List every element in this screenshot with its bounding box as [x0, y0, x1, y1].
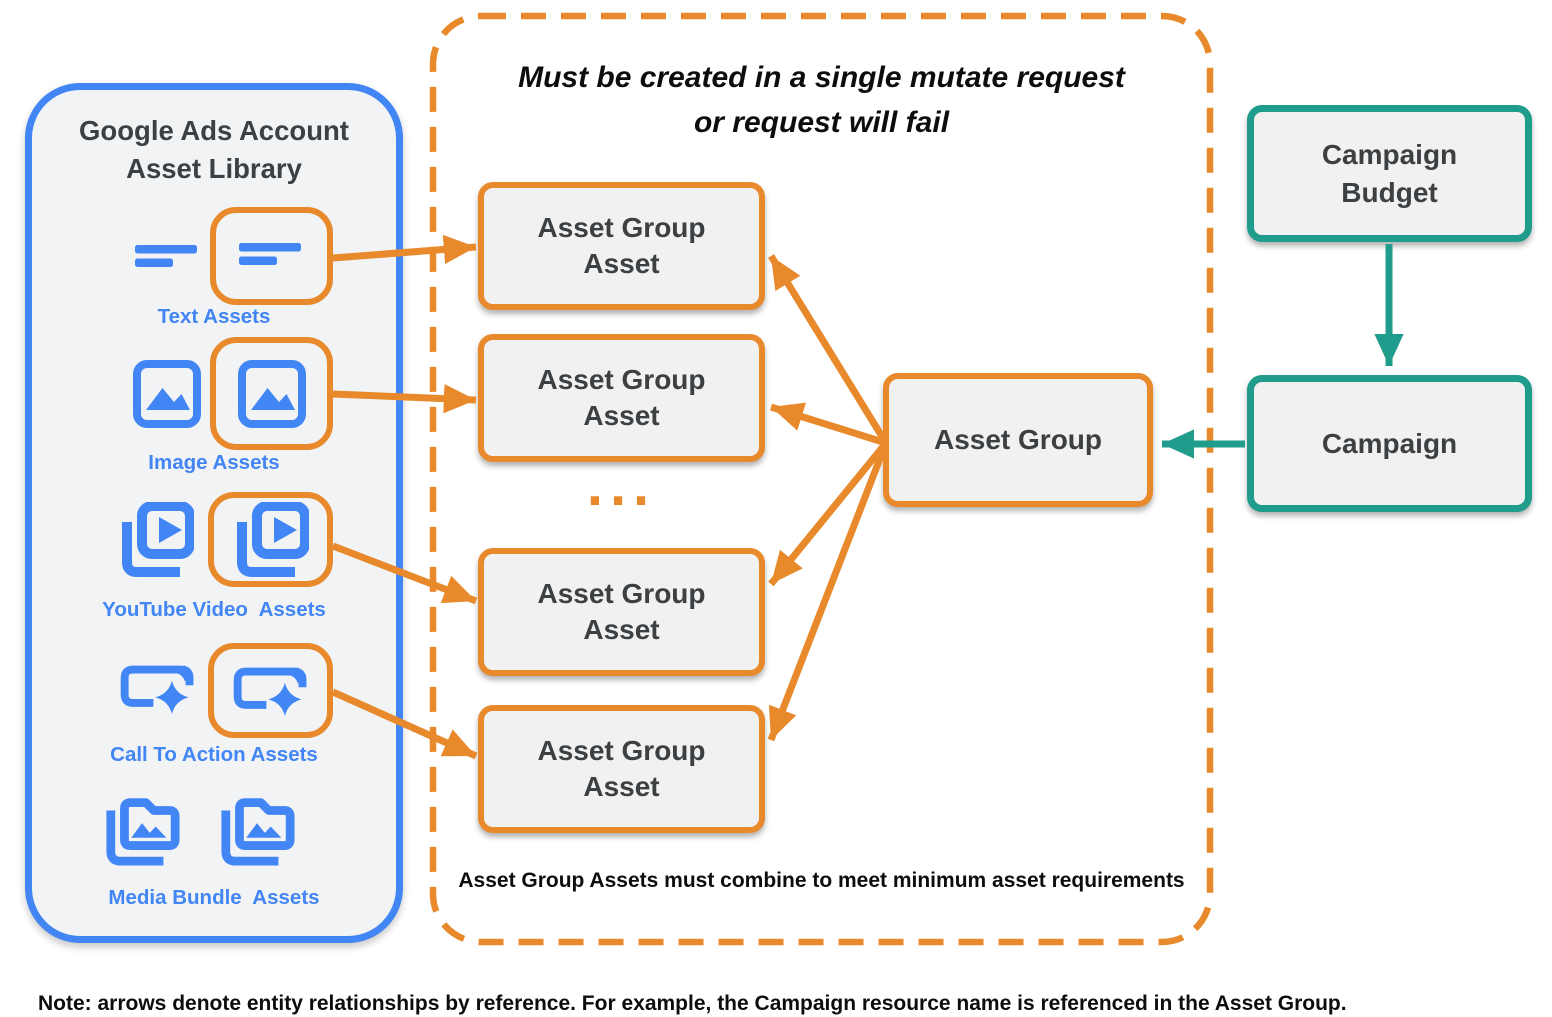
asset-group-asset-box-2: Asset Group Asset: [478, 334, 765, 462]
campaign-box: Campaign: [1247, 375, 1532, 512]
campaign-budget-box: Campaign Budget: [1247, 105, 1532, 242]
video-stack-icon: [118, 502, 194, 578]
asset-library-panel: Google Ads Account Asset Library Text As…: [25, 83, 403, 943]
text-assets-highlight-box: [210, 207, 333, 305]
youtube-assets-highlight-box: [208, 492, 333, 587]
asset-group-asset-label: Asset: [583, 248, 660, 279]
cta-sparkle-icon: [233, 664, 309, 718]
asset-group-box: Asset Group: [883, 373, 1153, 507]
campaign-label: Campaign: [1321, 427, 1458, 459]
asset-group-label: Asset Group: [933, 424, 1103, 456]
image-assets-highlight-box: [210, 337, 333, 450]
image-icon: [133, 360, 201, 428]
text-assets-label: Text Assets: [157, 305, 271, 328]
image-icon: [237, 359, 306, 428]
more-boxes-ellipsis: ...: [586, 453, 657, 518]
footnote: Note: arrows denote entity relationships…: [38, 992, 1347, 1015]
asset-group-asset-label: Asset Group: [537, 363, 706, 395]
text-lines-icon: [238, 243, 305, 269]
asset-group-asset-label: Asset Group: [537, 577, 706, 609]
mutate-title-line1: Must be created in a single mutate reque…: [518, 61, 1125, 94]
asset-group-asset-box-1: Asset Group Asset: [478, 182, 765, 310]
cta-assets-highlight-box: [208, 643, 333, 738]
mutate-panel-title: Must be created in a single mutate reque…: [430, 55, 1213, 145]
cta-assets-label: Call To Action Assets: [110, 743, 318, 766]
asset-group-asset-box-4: Asset Group Asset: [478, 705, 765, 833]
library-title: Google Ads Account Asset Library: [32, 112, 396, 188]
image-assets-label: Image Assets: [148, 451, 280, 474]
youtube-assets-label: YouTube Video Assets: [102, 598, 326, 621]
video-stack-icon: [233, 501, 309, 578]
media-bundle-icon: [103, 788, 181, 868]
asset-group-asset-label: Asset: [583, 614, 660, 645]
asset-group-asset-label: Asset: [583, 771, 660, 802]
media-bundle-icon: [218, 788, 296, 868]
library-title-line2: Asset Library: [126, 152, 302, 184]
cta-sparkle-icon: [120, 662, 196, 716]
asset-group-asset-label: Asset Group: [537, 734, 706, 766]
mutate-title-line2: or request will fail: [693, 106, 950, 139]
campaign-budget-label-line1: Campaign: [1321, 138, 1458, 170]
asset-group-asset-label: Asset Group: [537, 211, 706, 243]
library-title-line1: Google Ads Account: [79, 115, 349, 146]
mutate-panel-caption: Asset Group Assets must combine to meet …: [458, 869, 1185, 892]
media-bundle-assets-label: Media Bundle Assets: [108, 886, 320, 909]
text-lines-icon: [135, 245, 201, 271]
asset-group-asset-box-3: Asset Group Asset: [478, 548, 765, 676]
campaign-budget-label-line2: Budget: [1341, 176, 1438, 208]
asset-group-asset-label: Asset: [583, 400, 660, 431]
